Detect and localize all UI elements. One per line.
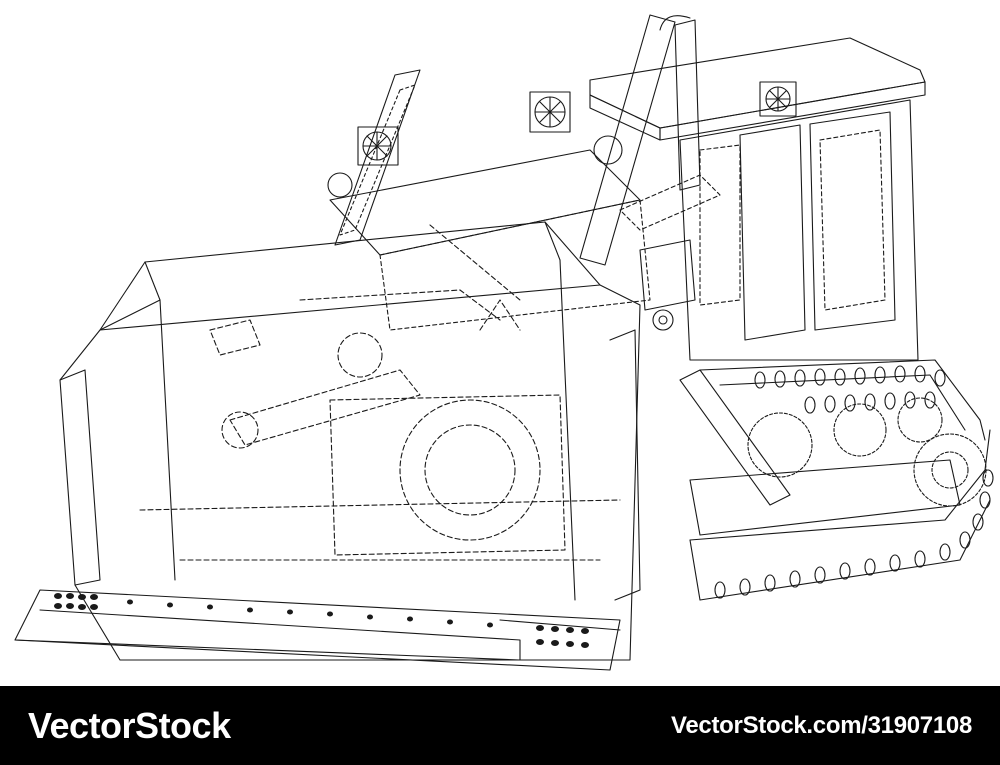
exhaust-pipe bbox=[674, 19, 701, 191]
track-lower bbox=[689, 429, 991, 541]
cab-body bbox=[679, 99, 919, 361]
bulldozer-wireframe-illustration bbox=[14, 14, 994, 671]
fan-left bbox=[357, 126, 399, 166]
brand-logo: VectorStock bbox=[28, 704, 231, 746]
bulldozer-drawing bbox=[14, 14, 994, 671]
fan-center bbox=[529, 91, 571, 133]
internal-mechanics bbox=[139, 224, 621, 561]
watermark-bar: VectorStock VectorStock.com/31907108 bbox=[0, 686, 1000, 765]
image-id-label: VectorStock.com/31907108 bbox=[671, 711, 972, 739]
track-upper bbox=[699, 359, 986, 441]
blade-cutting-edge bbox=[14, 589, 621, 671]
track-links-top bbox=[754, 365, 946, 389]
push-arm bbox=[679, 369, 791, 506]
fan-right bbox=[759, 81, 797, 117]
blade-bolts bbox=[54, 593, 589, 648]
hydraulic-right bbox=[579, 14, 676, 266]
blade bbox=[59, 221, 641, 661]
track-links-bottom bbox=[714, 469, 994, 599]
track-links-middle bbox=[804, 391, 936, 414]
track-rollers bbox=[747, 397, 987, 507]
